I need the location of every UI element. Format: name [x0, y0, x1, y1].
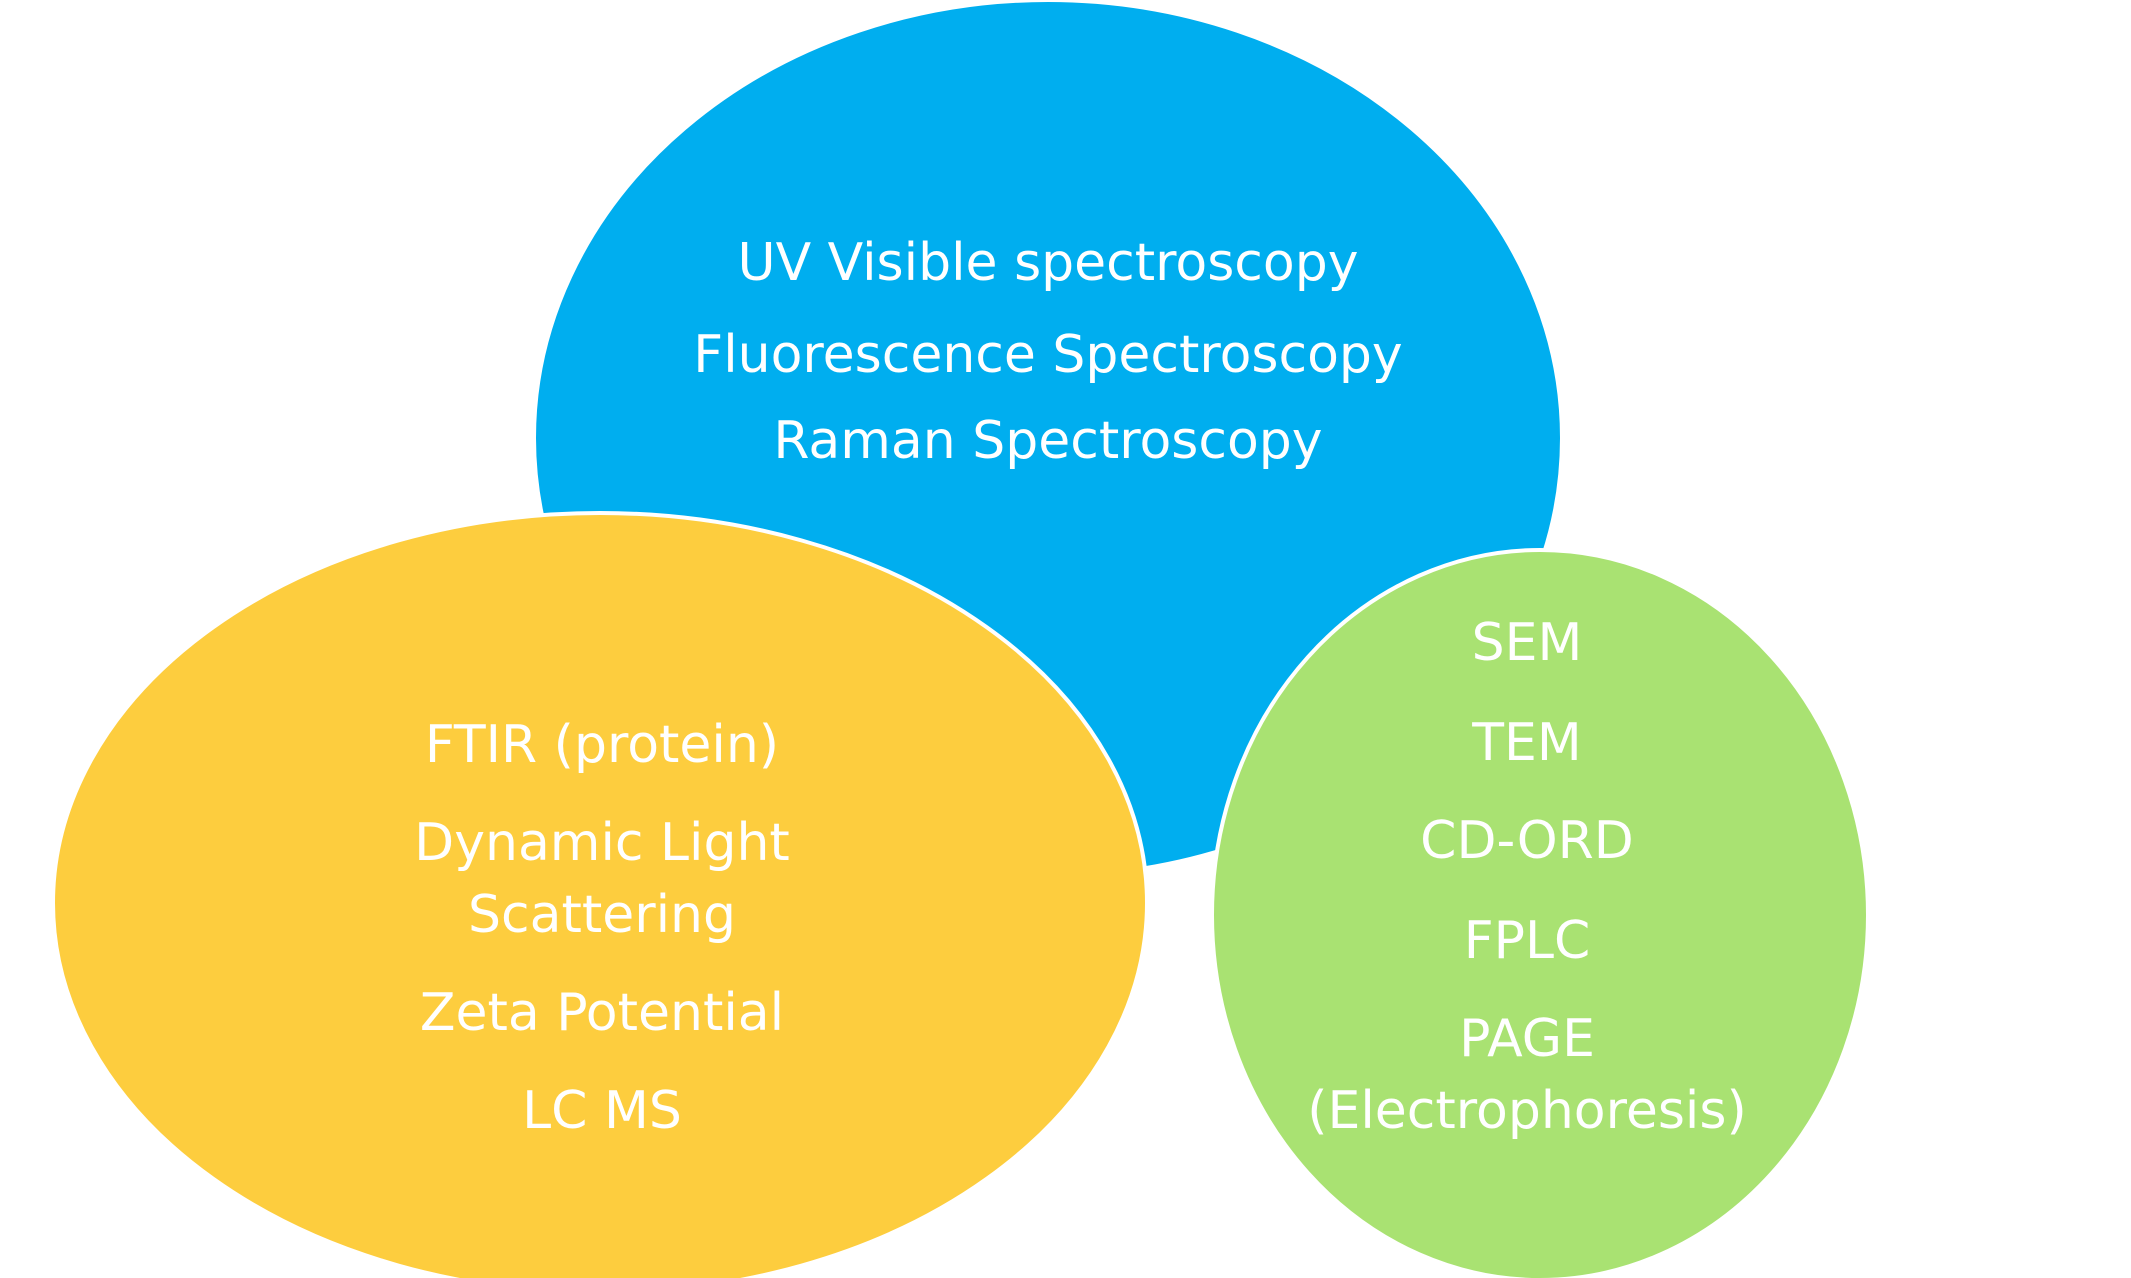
top-item-uv-visible: UV Visible spectroscopy	[738, 233, 1359, 293]
right-item-cd-ord: CD-ORD	[1420, 811, 1634, 871]
left-item-ftir: FTIR (protein)	[425, 715, 779, 775]
microscopy-separation-circle	[1210, 548, 1870, 1278]
left-item-lcms: LC MS	[522, 1081, 682, 1141]
top-item-raman: Raman Spectroscopy	[773, 411, 1322, 471]
left-circle-labels: FTIR (protein) Dynamic Light Scattering …	[414, 715, 790, 1141]
left-item-dls-line1: Dynamic Light	[414, 813, 790, 873]
top-item-fluorescence: Fluorescence Spectroscopy	[693, 325, 1402, 385]
right-item-fplc: FPLC	[1464, 911, 1591, 971]
right-circle-labels: SEM TEM CD-ORD FPLC PAGE (Electrophoresi…	[1307, 613, 1747, 1141]
particle-analysis-circle	[51, 511, 1149, 1278]
left-item-dls-line2: Scattering	[468, 885, 736, 945]
right-item-sem: SEM	[1472, 613, 1583, 673]
right-item-page-line1: PAGE	[1459, 1009, 1595, 1069]
right-item-tem: TEM	[1471, 713, 1581, 773]
top-circle-labels: UV Visible spectroscopy Fluorescence Spe…	[693, 233, 1402, 471]
right-item-page-line2: (Electrophoresis)	[1307, 1081, 1747, 1141]
left-item-zeta: Zeta Potential	[420, 983, 784, 1043]
